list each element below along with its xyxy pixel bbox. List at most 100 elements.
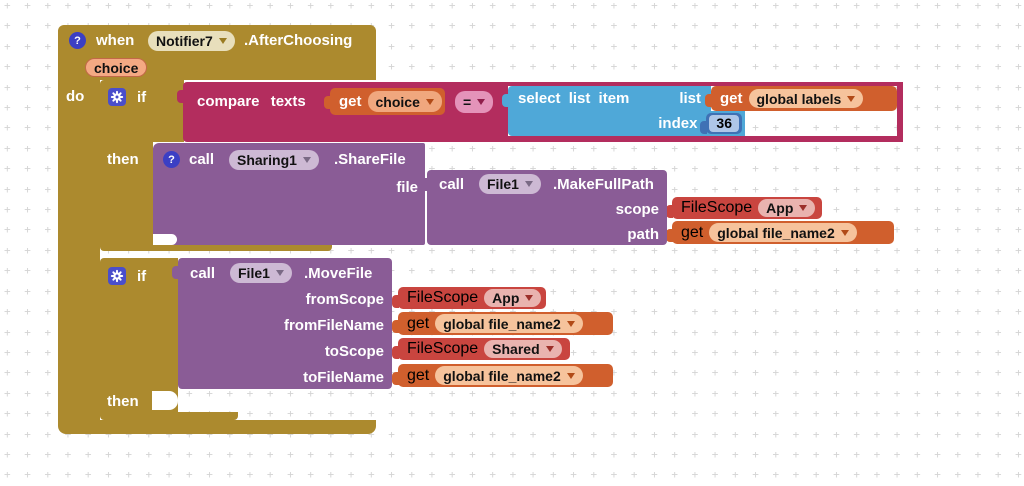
chevron-down-icon bbox=[302, 157, 311, 163]
get-global-labels-var: global labels bbox=[756, 90, 842, 107]
call-makefullpath-block[interactable]: call File1 .MakeFullPath scope path bbox=[421, 170, 667, 245]
get-choice-dropdown[interactable]: choice bbox=[367, 91, 442, 112]
get-global-labels-dropdown[interactable]: global labels bbox=[748, 89, 864, 108]
file-socket-label: file bbox=[396, 179, 418, 196]
if-block-2-bottom-edge bbox=[100, 412, 238, 420]
get-var-dropdown[interactable]: global file_name2 bbox=[709, 223, 857, 242]
select-list-item-row1: select list item list get global labels bbox=[502, 86, 897, 111]
chevron-down-icon bbox=[477, 99, 486, 105]
filescope-label: FileScope bbox=[407, 340, 479, 357]
if-block-2-column[interactable]: if then bbox=[100, 258, 178, 412]
select-list-item-row2: index 36 bbox=[508, 111, 897, 136]
number-block[interactable]: 36 bbox=[700, 113, 742, 134]
component-dropdown-file1[interactable]: File1 bbox=[230, 263, 292, 283]
get-keyword: get bbox=[681, 223, 704, 241]
get-var-dropdown[interactable]: global file_name2 bbox=[435, 314, 583, 333]
get-keyword: get bbox=[339, 93, 362, 110]
if-block-1-bottom-edge bbox=[100, 245, 332, 251]
get-var-label: global file_name2 bbox=[443, 315, 561, 332]
get-global-labels-block[interactable]: get global labels bbox=[705, 86, 897, 111]
chevron-down-icon bbox=[218, 38, 227, 44]
chevron-down-icon bbox=[840, 229, 849, 236]
filescope-label: FileScope bbox=[681, 199, 753, 216]
get-keyword: get bbox=[407, 366, 430, 384]
filescope-app-block[interactable]: FileScope App bbox=[392, 287, 546, 309]
help-icon[interactable]: ? bbox=[69, 32, 86, 49]
chevron-down-icon bbox=[524, 181, 533, 187]
when-event-left-column[interactable]: do bbox=[58, 80, 100, 420]
list-socket-label: list bbox=[679, 90, 701, 107]
chevron-down-icon bbox=[545, 346, 554, 352]
when-event-param-row: choice bbox=[58, 57, 376, 80]
filescope-dropdown[interactable]: Shared bbox=[484, 340, 562, 358]
if-block-1-then-column: then bbox=[100, 142, 153, 245]
mutator-gear-icon[interactable] bbox=[108, 267, 126, 285]
method-name: .MoveFile bbox=[304, 265, 373, 282]
get-var-label: global file_name2 bbox=[443, 367, 561, 384]
event-param-choice[interactable]: choice bbox=[85, 58, 148, 77]
call-movefile-block[interactable]: call File1 .MoveFile fromScope fromFileN… bbox=[172, 258, 392, 389]
component-dropdown-label: File1 bbox=[487, 176, 519, 192]
chevron-down-icon bbox=[566, 320, 575, 327]
select-list-item-index-row: index 36 bbox=[508, 111, 745, 136]
toscope-socket-label: toScope bbox=[324, 343, 384, 360]
if-keyword: if bbox=[137, 268, 147, 285]
chevron-down-icon bbox=[275, 270, 284, 276]
when-event-block-header[interactable]: ? when Notifier7 .AfterChoosing bbox=[58, 25, 376, 57]
event-name: .AfterChoosing bbox=[244, 32, 353, 49]
get-keyword: get bbox=[407, 314, 430, 332]
operator-label: = bbox=[463, 94, 472, 110]
get-var-label: global file_name2 bbox=[717, 224, 835, 241]
component-dropdown-file1[interactable]: File1 bbox=[479, 174, 541, 194]
index-socket-label: index bbox=[658, 115, 698, 132]
filescope-value: App bbox=[492, 290, 520, 306]
filescope-dropdown[interactable]: App bbox=[758, 199, 816, 217]
compare-texts-label: compare texts bbox=[197, 93, 306, 110]
then-label: then bbox=[107, 393, 139, 410]
component-dropdown-sharing1[interactable]: Sharing1 bbox=[229, 150, 319, 170]
chevron-down-icon bbox=[847, 95, 856, 102]
call-sharefile-block[interactable]: ? call Sharing1 .ShareFile file bbox=[153, 143, 425, 245]
get-var-dropdown[interactable]: global file_name2 bbox=[435, 366, 583, 385]
method-name: .MakeFullPath bbox=[553, 176, 654, 193]
operator-dropdown[interactable]: = bbox=[455, 91, 494, 113]
number-field[interactable]: 36 bbox=[709, 115, 739, 132]
statement-socket-notch bbox=[153, 234, 177, 245]
gear-glyph bbox=[110, 90, 124, 104]
get-keyword: get bbox=[720, 90, 743, 107]
scope-socket-label: scope bbox=[615, 201, 659, 218]
filescope-app-block[interactable]: FileScope App bbox=[666, 197, 822, 219]
component-dropdown-notifier7[interactable]: Notifier7 bbox=[148, 31, 235, 51]
get-choice-block[interactable]: get choice bbox=[324, 88, 445, 115]
filescope-label: FileScope bbox=[407, 289, 479, 306]
filescope-shared-block[interactable]: FileScope Shared bbox=[392, 338, 570, 360]
path-socket-label: path bbox=[627, 226, 659, 243]
get-file-name2-block[interactable]: get global file_name2 bbox=[666, 221, 894, 244]
if-block-1-header[interactable]: if bbox=[100, 80, 184, 142]
select-list-item-block[interactable]: select list item list bbox=[502, 86, 711, 111]
compare-texts-frame: select list item list get global labels … bbox=[502, 82, 903, 142]
method-name: .ShareFile bbox=[334, 151, 406, 168]
component-dropdown-label: File1 bbox=[238, 265, 270, 281]
chevron-down-icon bbox=[425, 98, 434, 105]
mutator-gear-icon[interactable] bbox=[108, 88, 126, 106]
chevron-down-icon bbox=[566, 372, 575, 379]
when-event-bottom-bar bbox=[58, 420, 376, 434]
component-dropdown-label: Notifier7 bbox=[156, 33, 213, 49]
chevron-down-icon bbox=[799, 205, 808, 211]
component-dropdown-label: Sharing1 bbox=[237, 152, 297, 168]
call-keyword: call bbox=[439, 176, 465, 193]
tofilename-socket-label: toFileName bbox=[303, 369, 384, 386]
do-label: do bbox=[66, 88, 85, 105]
filescope-dropdown[interactable]: App bbox=[484, 289, 542, 307]
empty-then-socket[interactable] bbox=[152, 391, 178, 410]
help-icon[interactable]: ? bbox=[163, 151, 180, 168]
get-file-name2-block[interactable]: get global file_name2 bbox=[392, 364, 613, 387]
compare-texts-block[interactable]: compare texts get choice = bbox=[177, 82, 508, 142]
if-keyword: if bbox=[137, 89, 147, 106]
fromscope-socket-label: fromScope bbox=[305, 291, 384, 308]
when-keyword: when bbox=[96, 32, 135, 49]
then-label: then bbox=[107, 151, 139, 168]
get-file-name2-block[interactable]: get global file_name2 bbox=[392, 312, 613, 335]
